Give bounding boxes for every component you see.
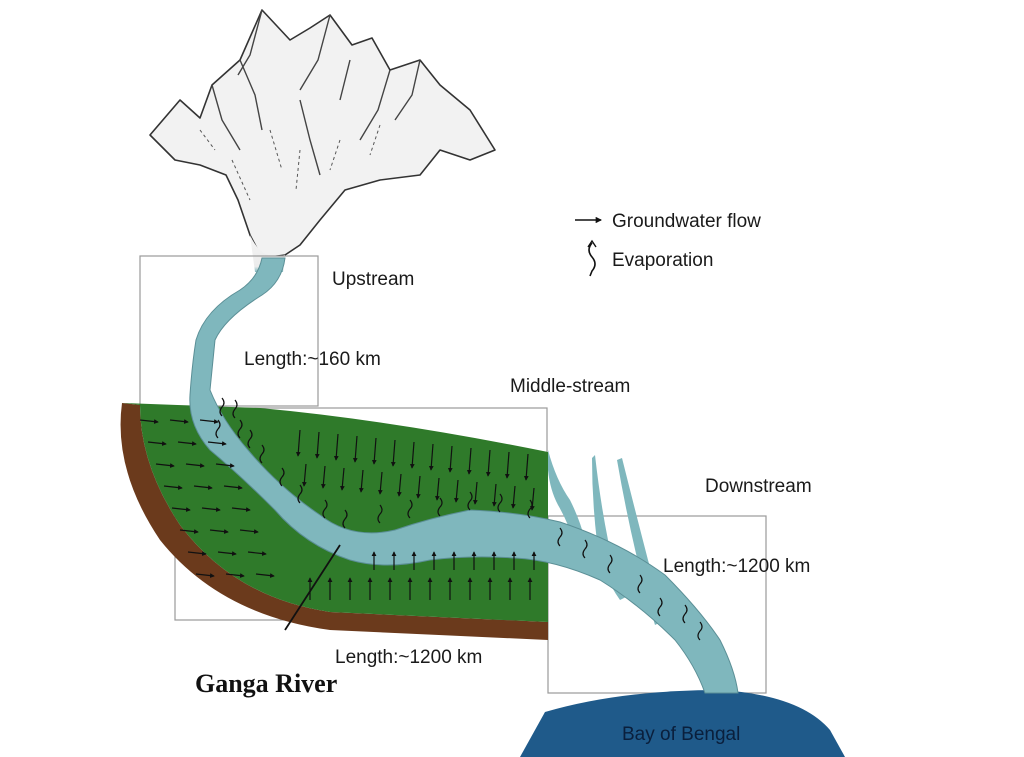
groundwater-arrow: [139, 419, 159, 424]
groundwater-arrow: [209, 529, 229, 534]
groundwater-arrow: [239, 529, 259, 534]
evaporation-squiggle: [527, 499, 533, 519]
groundwater-arrow: [466, 447, 472, 475]
groundwater-arrow: [223, 485, 243, 490]
ganga-river-pointer: [284, 544, 341, 631]
groundwater-arrow: [428, 443, 434, 471]
middle-length-label: Length:~1200 km: [335, 647, 482, 668]
groundwater-arrow: [255, 573, 275, 578]
downstream-length-label: Length:~1200 km: [663, 556, 810, 577]
legend-evaporation-label: Evaporation: [612, 250, 713, 271]
groundwater-arrow: [301, 463, 307, 487]
groundwater-arrow: [187, 551, 207, 556]
groundwater-arrow: [207, 441, 227, 446]
groundwater-arrow: [390, 439, 396, 467]
groundwater-arrow: [163, 485, 183, 490]
groundwater-arrow: [179, 529, 199, 534]
evaporation-squiggle: [259, 444, 265, 464]
groundwater-arrow: [201, 507, 221, 512]
evaporation-squiggle: [237, 419, 243, 439]
groundwater-arrow: [171, 507, 191, 512]
evaporation-squiggle: [342, 509, 348, 529]
evaporation-squiggle: [497, 493, 503, 513]
groundwater-arrow: [409, 441, 415, 469]
groundwater-arrow: [523, 453, 529, 481]
groundwater-arrow: [225, 573, 245, 578]
groundwater-arrow: [193, 485, 213, 490]
mountain-glacier: [149, 9, 496, 272]
evaporation-squiggle: [467, 491, 473, 511]
groundwater-arrow: [295, 429, 301, 457]
evaporation-squiggle: [279, 467, 285, 487]
upstream-label: Upstream: [332, 269, 414, 290]
groundwater-arrow: [155, 463, 175, 468]
evaporation-squiggle: [215, 419, 221, 439]
groundwater-arrow: [358, 469, 364, 493]
downstream-channels: [559, 539, 701, 691]
groundwater-arrow: [339, 467, 345, 491]
downstream-label: Downstream: [705, 476, 812, 497]
groundwater-arrow: [177, 441, 197, 446]
groundwater-arrow: [185, 463, 205, 468]
ganga-river-label: Ganga River: [195, 669, 337, 698]
groundwater-arrow: [504, 451, 510, 479]
middle-stream-label: Middle-stream: [510, 376, 630, 397]
evaporation-squiggle: [637, 574, 643, 594]
groundwater-arrows: [139, 419, 537, 600]
groundwater-arrow: [320, 465, 326, 489]
groundwater-arrow: [453, 479, 459, 503]
evaporation-squiggle: [582, 539, 588, 559]
groundwater-arrow: [333, 433, 339, 461]
upstream-length-label: Length:~160 km: [244, 349, 381, 370]
evaporation-squiggle: [247, 429, 253, 449]
upstream-box: [139, 255, 319, 407]
evaporation-squiggle: [682, 604, 688, 624]
groundwater-arrow: [352, 435, 358, 463]
groundwater-arrow: [314, 431, 320, 459]
legend-groundwater-label: Groundwater flow: [612, 211, 761, 232]
bay-of-bengal: [520, 690, 845, 757]
groundwater-arrow: [195, 573, 215, 578]
evaporation-squiggle: [607, 554, 613, 574]
groundwater-arrow: [491, 483, 497, 507]
groundwater-arrow: [215, 463, 235, 468]
evaporation-squiggle: [322, 499, 328, 519]
evaporation-legend-icon: [587, 239, 597, 277]
groundwater-arrow: [147, 441, 167, 446]
ganga-river-channel: [189, 257, 739, 694]
groundwater-arrow: [485, 449, 491, 477]
groundwater-arrow: [415, 475, 421, 499]
groundwater-arrow: [231, 507, 251, 512]
bay-of-bengal-label: Bay of Bengal: [622, 724, 740, 745]
groundwater-arrow: [396, 473, 402, 497]
groundwater-arrow: [447, 445, 453, 473]
evaporation-squiggle: [657, 597, 663, 617]
evaporation-marks: [215, 397, 703, 641]
legend: Groundwater flow Evaporation: [575, 211, 761, 277]
groundwater-arrow: [510, 485, 516, 509]
groundwater-arrow: [434, 477, 440, 501]
evaporation-squiggle: [219, 397, 225, 417]
groundwater-arrow: [217, 551, 237, 556]
groundwater-arrow: [371, 437, 377, 465]
evaporation-squiggle: [437, 497, 443, 517]
groundwater-arrow: [472, 481, 478, 505]
evaporation-squiggle: [232, 399, 238, 419]
groundwater-arrow: [377, 471, 383, 495]
evaporation-squiggle: [697, 621, 703, 641]
evaporation-squiggle: [407, 499, 413, 519]
evaporation-squiggle: [297, 484, 303, 504]
groundwater-arrow: [247, 551, 267, 556]
evaporation-squiggle: [557, 527, 563, 547]
groundwater-arrow: [199, 419, 219, 424]
groundwater-arrow: [169, 419, 189, 424]
evaporation-squiggle: [377, 504, 383, 524]
